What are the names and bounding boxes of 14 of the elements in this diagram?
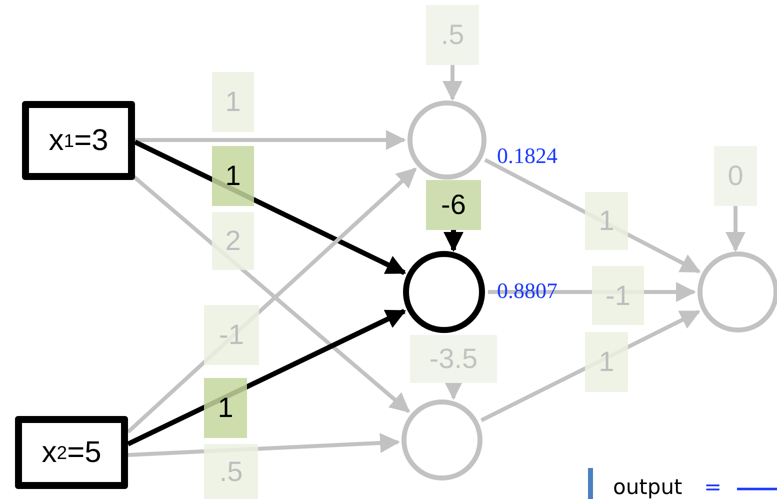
arrow [444,230,464,252]
activation-value: 0.8807 [497,278,558,304]
bias-box: -6 [426,180,481,230]
neuron-circle [401,399,483,481]
activation-value: 0.1824 [497,143,558,169]
equals-sign: = [704,477,722,498]
weight-label: 1 [212,146,254,206]
arrow [135,130,406,150]
arrow [442,65,462,101]
arrow [726,206,746,252]
formula-text: output [613,477,682,498]
weight-label: 1 [204,378,247,438]
neuron-circle [407,100,487,180]
neuron-circle [403,251,485,333]
